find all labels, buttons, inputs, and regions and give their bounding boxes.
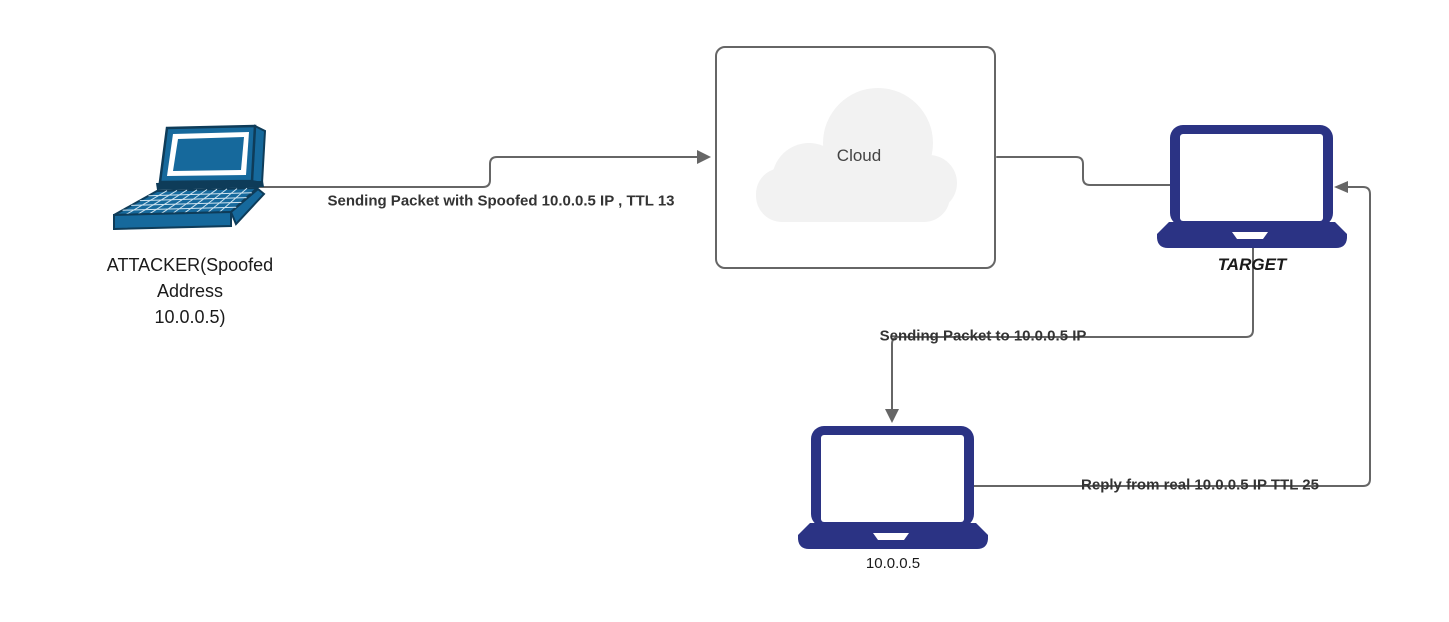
edge-label-reply: Reply from real 10.0.0.5 IP TTL 25 [1081, 476, 1319, 494]
edge-attacker-to-cloud [254, 150, 711, 188]
keyboard-grid [122, 187, 252, 216]
real-host-label: 10.0.0.5 [865, 555, 921, 572]
attacker-laptop-icon [113, 124, 267, 230]
real-host-laptop-icon [798, 426, 988, 549]
arrowhead-down-icon [885, 409, 899, 423]
edge-cloud-to-target [996, 156, 1173, 186]
target-laptop-icon [1157, 125, 1347, 248]
connector-path [996, 156, 1173, 186]
attacker-label: ATTACKER(Spoofed Address 10.0.0.5) [106, 255, 274, 327]
connector-path [254, 156, 698, 188]
edge-label-spoofed-packet: Sending Packet with Spoofed 10.0.0.5 IP … [327, 192, 675, 210]
cloud-icon [756, 88, 957, 222]
edge-label-send-to-real: Sending Packet to 10.0.0.5 IP [879, 327, 1087, 345]
target-label: TARGET [1217, 255, 1287, 274]
cloud-box [715, 46, 996, 269]
arrowhead-right-icon [697, 150, 711, 164]
cloud-label: Cloud [836, 146, 882, 165]
